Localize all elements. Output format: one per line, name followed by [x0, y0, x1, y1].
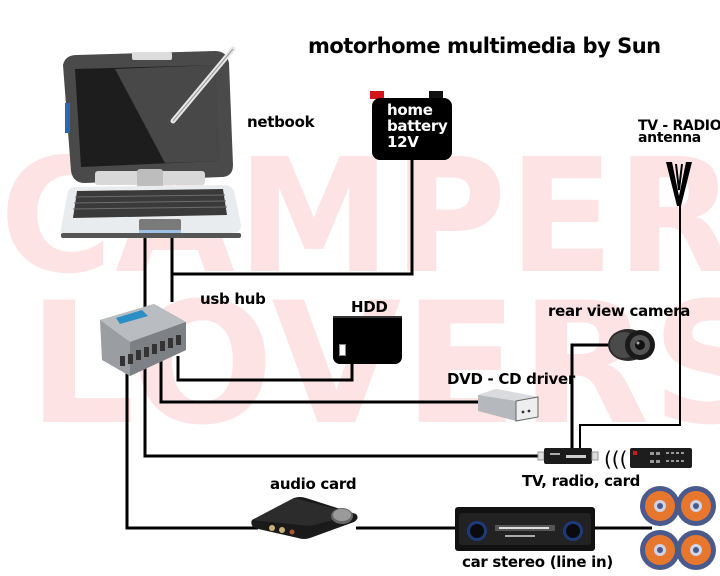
- hdd-icon: [333, 316, 402, 364]
- camera-icon: [608, 329, 655, 361]
- antenna-label: TV - RADIO antenna: [638, 118, 720, 146]
- wire-camera-tvcard: [570, 343, 610, 448]
- speakers-icon: [640, 486, 716, 570]
- wire-hub-dvd: [159, 360, 478, 404]
- speaker-1: [640, 486, 680, 526]
- speaker-2: [676, 486, 716, 526]
- battery-icon: [372, 98, 452, 160]
- dvd-label: DVD - CD driver: [447, 370, 575, 388]
- antenna-icon: [666, 162, 692, 206]
- battery-positive-terminal: [370, 91, 384, 99]
- wire-hub-audiocard: [125, 366, 258, 530]
- usb-hub-label: usb hub: [200, 290, 266, 308]
- wire-antenna-tvcard: [579, 205, 681, 448]
- wire-hub-hdd: [176, 356, 354, 382]
- netbook-label: netbook: [247, 113, 315, 131]
- audio-card-icon: [251, 497, 358, 539]
- car-stereo-icon: [455, 507, 595, 551]
- hdd-label: HDD: [351, 298, 388, 316]
- antenna-label-line1: TV - RADIO: [638, 118, 720, 134]
- battery-label-line1: home: [387, 101, 433, 119]
- hdd-port-icon: [339, 344, 346, 356]
- battery-label-line3: 12V: [387, 133, 419, 151]
- battery-label-line2: battery: [387, 117, 448, 135]
- tv-tuner-icon: [537, 448, 599, 464]
- wireless-signal-icon: (((: [604, 447, 628, 471]
- usb-hub-icon: [100, 304, 186, 376]
- page-title: motorhome multimedia by Sun: [308, 34, 661, 58]
- tv-card-label: TV, radio, card: [522, 472, 641, 490]
- netbook-icon: [60, 46, 241, 238]
- remote-control-icon: [630, 448, 692, 468]
- car-stereo-label: car stereo (line in): [462, 553, 613, 571]
- battery-negative-terminal: [429, 91, 443, 99]
- wire-hub-tvcard: [143, 366, 540, 458]
- speaker-3: [640, 530, 680, 570]
- camera-label: rear view camera: [548, 302, 691, 320]
- battery-label: home battery 12V: [387, 101, 448, 151]
- wire-netbook-battery: [170, 160, 414, 276]
- antenna-label-line2: antenna: [638, 130, 701, 146]
- speaker-4: [676, 530, 716, 570]
- dvd-drive-icon: [478, 389, 539, 422]
- audio-card-label: audio card: [270, 475, 357, 493]
